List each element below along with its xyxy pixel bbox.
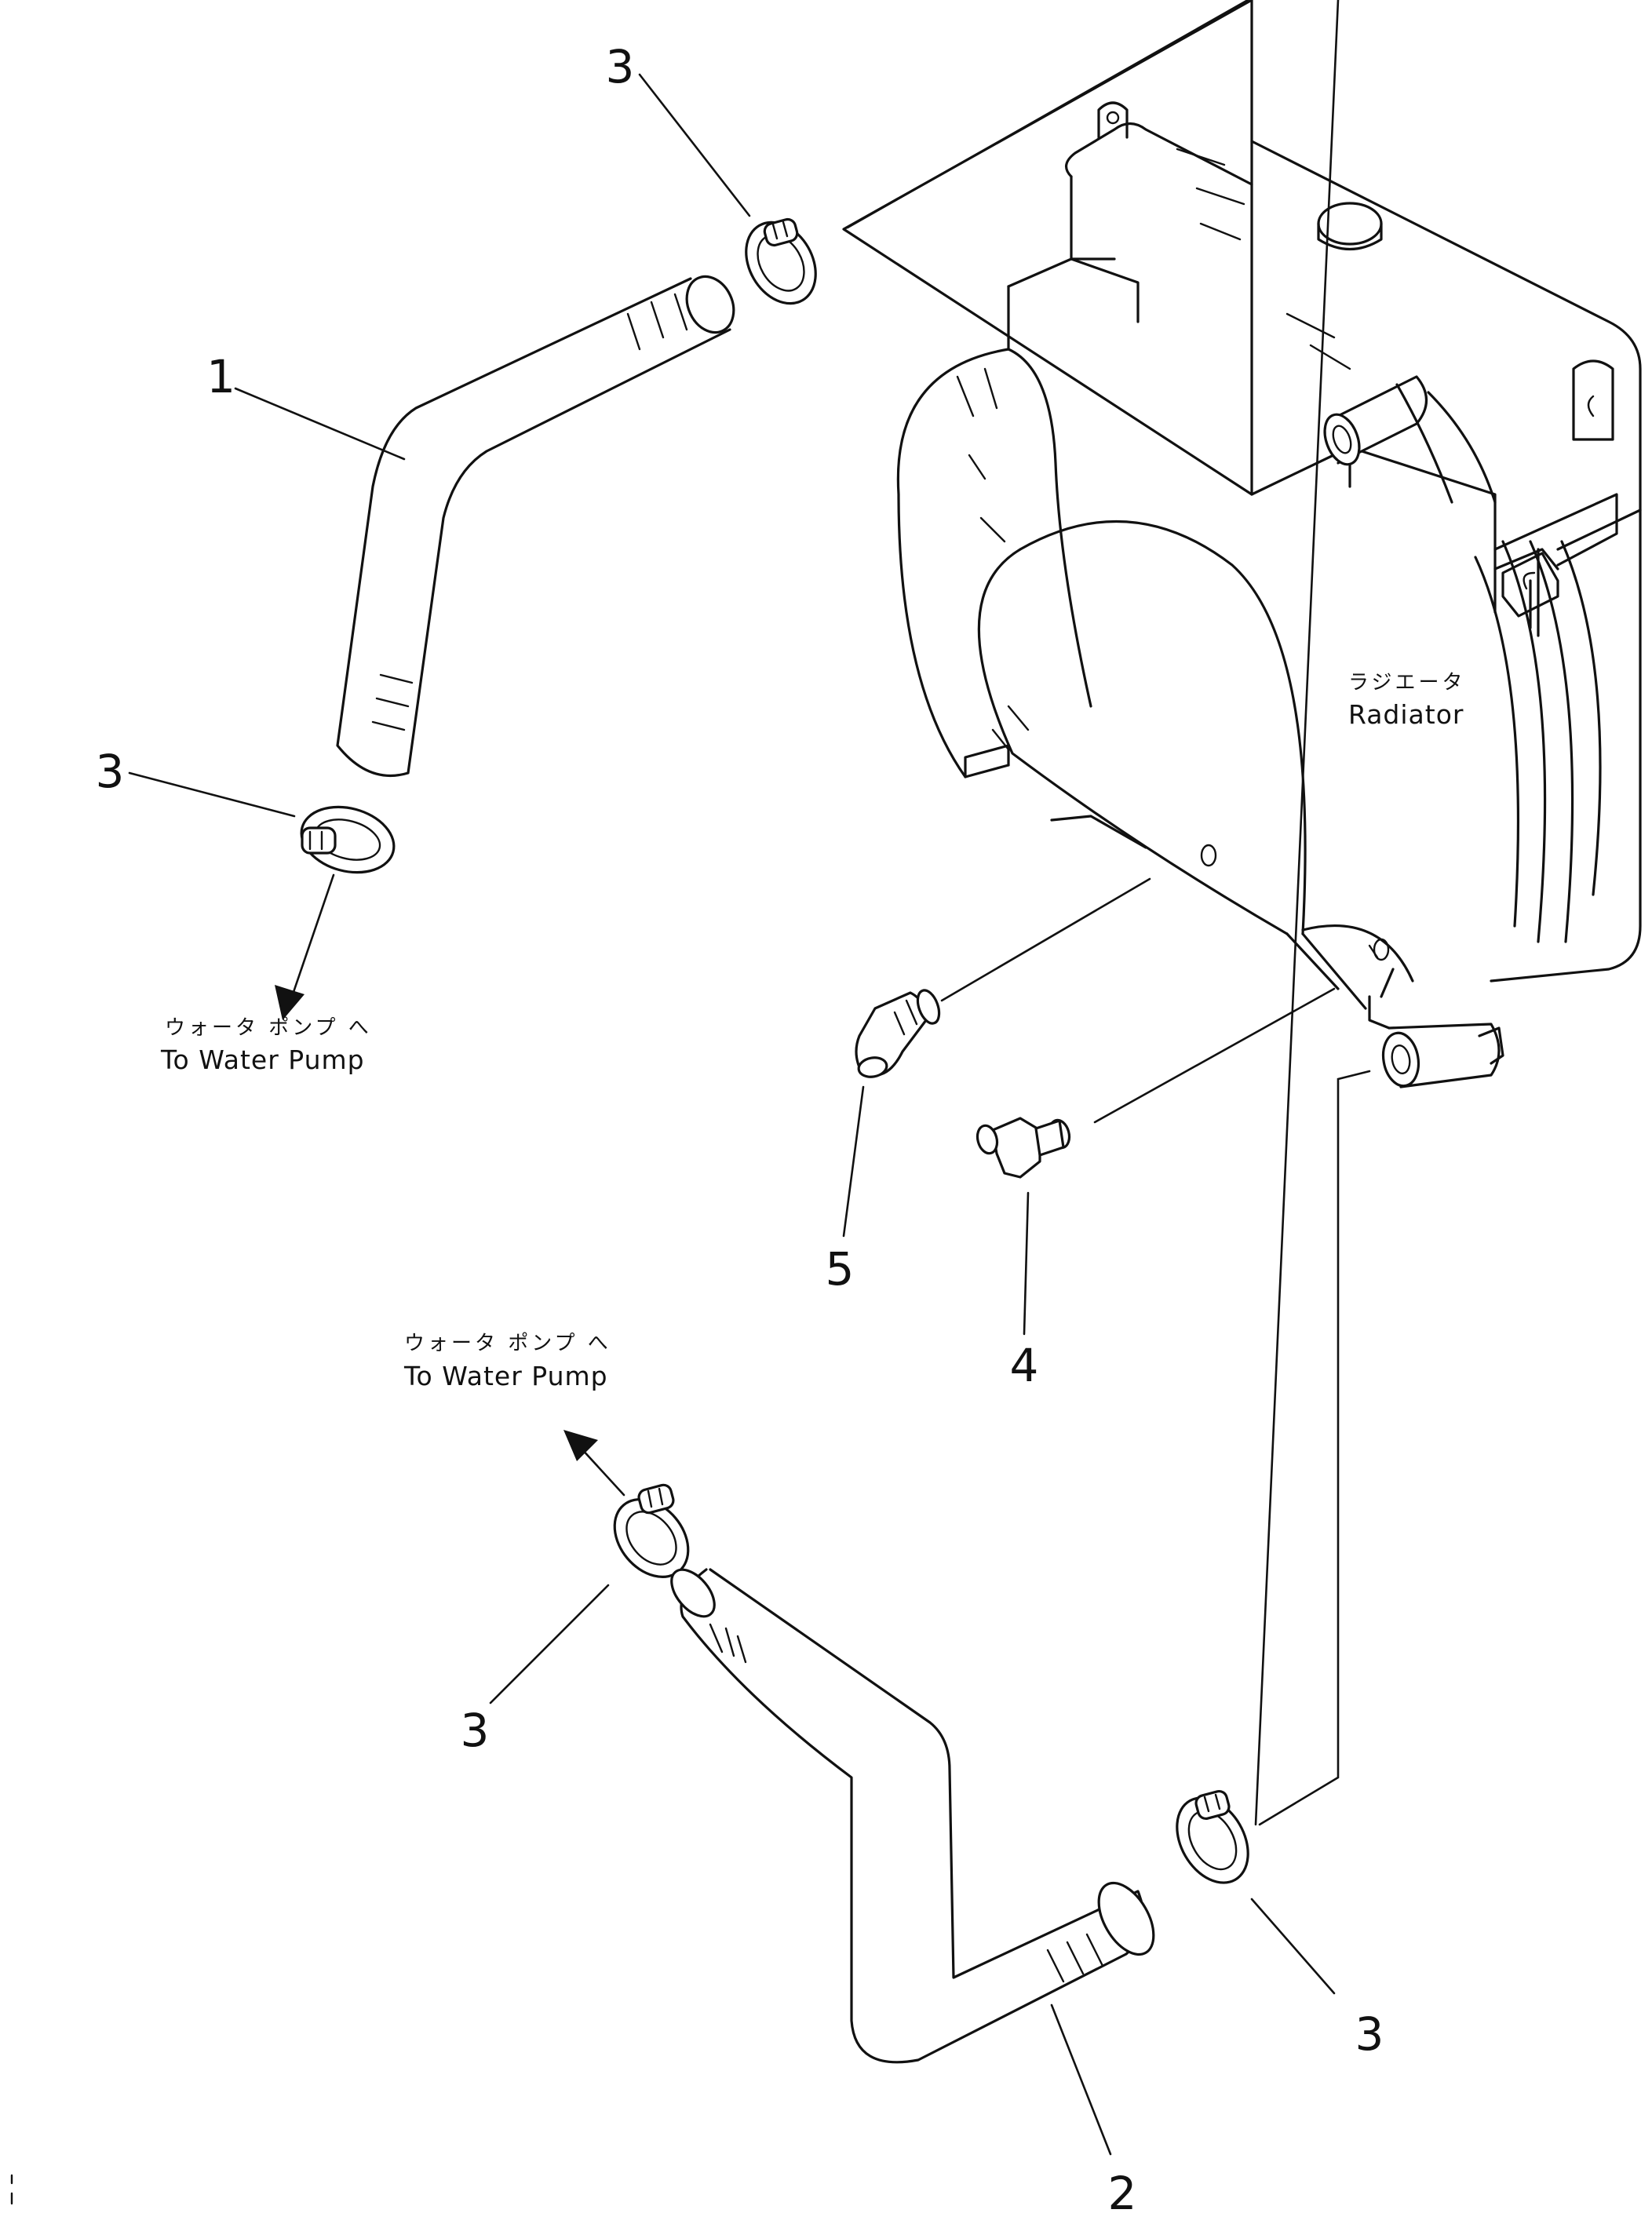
- callout-clamp-lower-left: 3: [461, 1704, 490, 1757]
- leader-clamp-top-to-radiator: [846, 0, 1249, 229]
- callout-clamp-left: 3: [96, 745, 125, 798]
- to-pump-lower-label-jp: ウォータ ポンプ へ: [404, 1332, 611, 1355]
- arrow-to-pump-upper: [290, 873, 335, 998]
- callout-hose-upper: 1: [206, 350, 235, 403]
- to-pump-upper-label: To Water Pump: [160, 1045, 365, 1075]
- callout-clamp-lower-right: 3: [1355, 2007, 1384, 2061]
- callout-elbow-4: 4: [1010, 1339, 1039, 1392]
- leader-elbow-5: [842, 1085, 865, 1238]
- leader-clamp-lower-right-to-radiator: [1254, 0, 1340, 1826]
- callout-clamp-top: 3: [606, 40, 635, 93]
- leader-clamp-lower-left: [489, 1584, 610, 1704]
- leader-clamp-left: [128, 771, 296, 818]
- leader-clamp-top: [638, 73, 751, 217]
- clamp-left-icon: [300, 805, 396, 874]
- elbow-5-icon: [855, 989, 941, 1078]
- to-pump-upper-label-jp: ウォータ ポンプ へ: [165, 1016, 372, 1040]
- radiator-label: Radiator: [1348, 699, 1464, 730]
- lower-hose: [670, 1568, 1155, 2064]
- upper-hose: [336, 275, 735, 777]
- clamp-lower-right-icon: [1176, 1789, 1249, 1884]
- callout-hose-lower: 2: [1108, 2167, 1137, 2220]
- radiator-assembly: [842, 0, 1642, 1088]
- radiator-label-jp: ラジエータ: [1348, 671, 1465, 695]
- arrowhead-upper-icon: [275, 985, 305, 1020]
- leader-hose-upper: [234, 387, 406, 461]
- callout-elbow-5: 5: [826, 1242, 855, 1296]
- clamp-lower-left-icon: [613, 1483, 690, 1578]
- clamp-top-icon: [745, 217, 817, 305]
- leader-clamp-lower-right-connector: [1258, 1070, 1371, 1826]
- elbow-4-icon: [976, 1117, 1071, 1179]
- leader-clamp-lower-right: [1250, 1898, 1336, 1995]
- to-pump-lower-label: To Water Pump: [403, 1361, 608, 1391]
- leader-hose-lower: [1050, 2003, 1112, 2156]
- leader-elbow-5-to-radiator: [940, 877, 1151, 1002]
- arrow-to-pump-lower: [579, 1446, 625, 1497]
- leader-elbow-4: [1023, 1191, 1030, 1336]
- leader-elbow-4-to-radiator: [1093, 987, 1336, 1124]
- arrowhead-lower-icon: [563, 1430, 598, 1461]
